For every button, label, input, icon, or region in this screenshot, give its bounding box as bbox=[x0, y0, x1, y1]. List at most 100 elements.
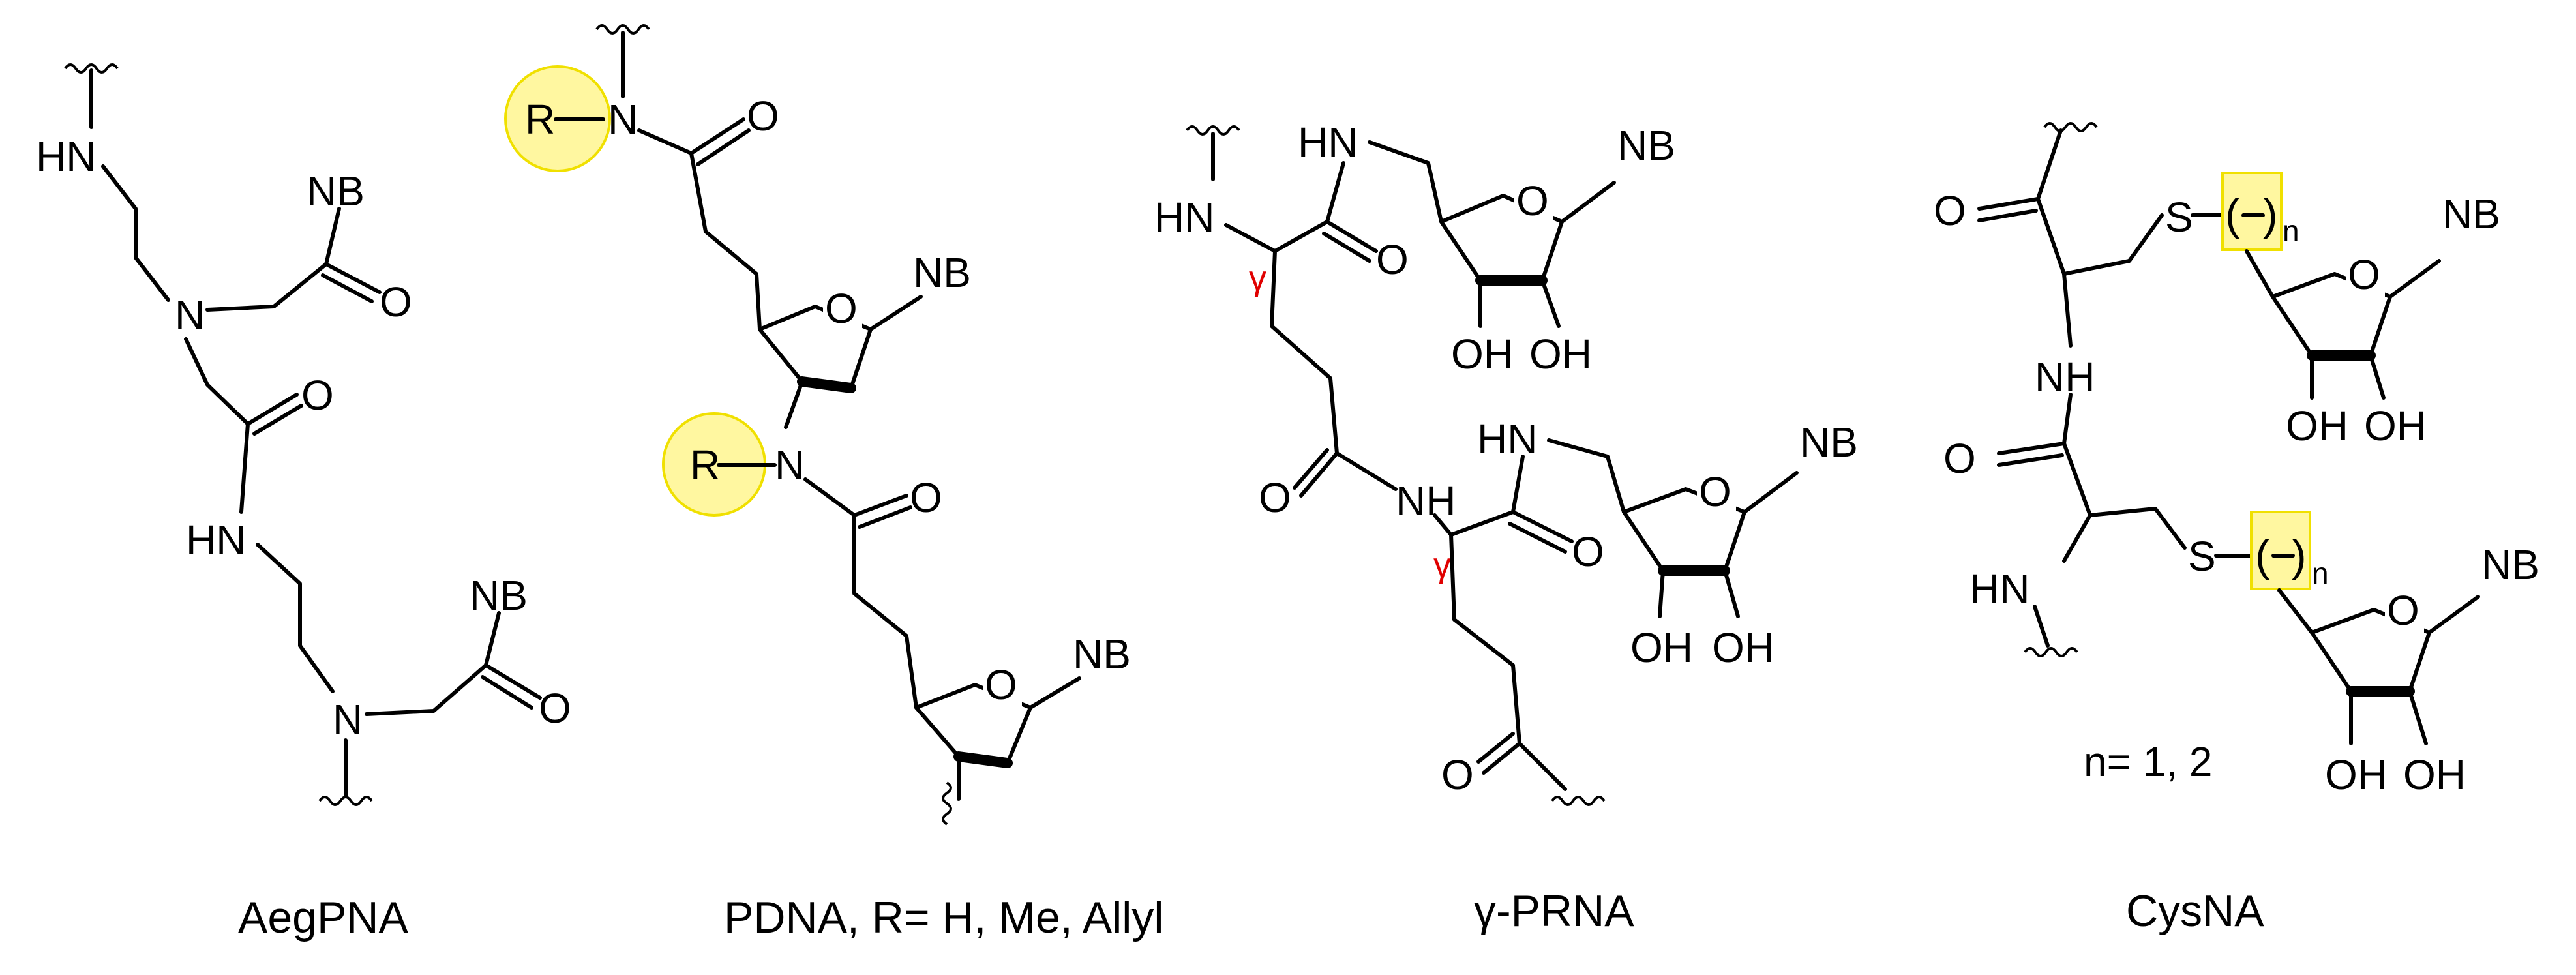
carbonyl-bond bbox=[852, 494, 908, 517]
carbonyl-bond bbox=[481, 675, 533, 710]
ethylene-linker bbox=[101, 164, 170, 302]
carbonyl-bond bbox=[858, 505, 912, 529]
paren-open: ( bbox=[2225, 190, 2240, 239]
caption-gamma-prna: γ-PRNA bbox=[1474, 886, 1634, 936]
bond bbox=[2408, 689, 2428, 745]
bold-bond bbox=[953, 751, 1013, 768]
subscript-n: n bbox=[2283, 214, 2299, 248]
bond bbox=[1273, 220, 1329, 253]
bond bbox=[1325, 161, 1345, 224]
caption-cysna: CysNA bbox=[2126, 886, 2264, 936]
bond bbox=[1560, 181, 1616, 224]
bond bbox=[1723, 569, 1740, 618]
propanoyl-chain bbox=[689, 151, 762, 331]
structure-aegpna: HN N NB O O HN N NB O bbox=[36, 63, 571, 806]
bond bbox=[324, 207, 341, 266]
atom-oh: OH bbox=[2325, 751, 2388, 798]
wavy-bond-top bbox=[595, 24, 650, 35]
atom-nb: NB bbox=[307, 168, 365, 215]
bond bbox=[2062, 393, 2073, 445]
atom-nh: NH bbox=[1396, 477, 1456, 524]
atom-nb: NB bbox=[2481, 541, 2539, 588]
paren-close: ) bbox=[2292, 531, 2307, 580]
acetyl-arm bbox=[205, 262, 328, 312]
atom-o: O bbox=[1376, 236, 1409, 283]
bond bbox=[1658, 569, 1665, 618]
atom-hn: HN bbox=[1298, 119, 1358, 166]
sugar-ring bbox=[914, 683, 1032, 765]
bond bbox=[1540, 278, 1561, 328]
atom-n: N bbox=[333, 696, 363, 743]
bold-bond bbox=[797, 376, 856, 393]
carbonyl-bond bbox=[321, 273, 374, 303]
carbonyl-bond bbox=[689, 117, 745, 155]
atom-oh: OH bbox=[2286, 402, 2348, 449]
bond bbox=[484, 611, 501, 667]
carbonyl-bond bbox=[1322, 232, 1371, 263]
carbonyl-bond bbox=[252, 404, 303, 436]
bond bbox=[2062, 513, 2092, 563]
bond bbox=[184, 337, 250, 426]
atom-hn: HN bbox=[186, 517, 246, 563]
caption-pdna: PDNA, R= H, Me, Allyl bbox=[724, 893, 1164, 942]
atom-oh: OH bbox=[1529, 331, 1592, 378]
atom-r: R bbox=[690, 442, 720, 488]
bond bbox=[2388, 259, 2441, 299]
carbonyl-bond bbox=[1508, 522, 1567, 554]
atom-oh: OH bbox=[1712, 624, 1775, 671]
atom-o: O bbox=[910, 474, 942, 521]
bond bbox=[2062, 272, 2073, 348]
atom-o: O bbox=[2348, 251, 2380, 298]
carbonyl-bond bbox=[324, 262, 382, 294]
bond bbox=[637, 128, 693, 155]
atom-o: O bbox=[1441, 751, 1474, 798]
atom-o: O bbox=[1572, 528, 1604, 575]
carbonyl-bond bbox=[1299, 451, 1339, 498]
bond bbox=[2369, 353, 2386, 400]
acetyl-arm bbox=[365, 663, 488, 716]
bond bbox=[1224, 223, 1277, 253]
structure-pdna: R N O O NB R N O O NB bbox=[504, 24, 1131, 826]
label-bg bbox=[1697, 468, 1736, 514]
carbonyl-bond bbox=[1482, 742, 1521, 775]
atom-hn: HN bbox=[1969, 565, 2029, 612]
atom-o: O bbox=[1934, 187, 1966, 234]
sugar-ring bbox=[1622, 487, 1746, 573]
glutamyl-chain bbox=[1270, 249, 1339, 455]
label-bg bbox=[983, 660, 1022, 707]
n-values-note: n= 1, 2 bbox=[2084, 738, 2213, 785]
atom-nb: NB bbox=[1800, 419, 1858, 466]
bond bbox=[1547, 438, 1626, 514]
bond bbox=[2062, 213, 2164, 276]
carbonyl-bond bbox=[1511, 510, 1574, 543]
atom-nb: NB bbox=[470, 572, 528, 619]
bond bbox=[239, 422, 250, 514]
bond bbox=[2033, 605, 2050, 648]
atom-hn: HN bbox=[1477, 415, 1537, 462]
carbonyl-bond bbox=[1997, 453, 2064, 467]
bond bbox=[1511, 455, 1525, 514]
atom-oh: OH bbox=[1630, 624, 1693, 671]
structure-cysna: O S ( ) n O NB OH OH NH O HN S ( bbox=[1934, 122, 2539, 798]
bond bbox=[2427, 595, 2480, 635]
paren-close: ) bbox=[2263, 190, 2278, 239]
atom-o: O bbox=[539, 685, 571, 732]
wavy-bond-bottom bbox=[1551, 796, 1606, 806]
bond bbox=[2062, 442, 2092, 517]
bond bbox=[1743, 471, 1799, 514]
bond bbox=[2245, 249, 2275, 299]
label-bg bbox=[2346, 250, 2385, 297]
atom-o: O bbox=[985, 661, 1017, 708]
paren-open: ( bbox=[2255, 531, 2270, 580]
atom-o: O bbox=[380, 278, 412, 325]
atom-o: O bbox=[825, 285, 858, 332]
glutamyl-chain bbox=[1449, 533, 1521, 745]
atom-nb: NB bbox=[2442, 190, 2500, 237]
atom-s: S bbox=[2188, 533, 2216, 580]
atom-nh: NH bbox=[2035, 353, 2095, 400]
propanoyl-chain bbox=[852, 513, 918, 710]
atom-o: O bbox=[2387, 587, 2419, 634]
gamma-label: γ bbox=[1433, 546, 1451, 585]
bond bbox=[2088, 507, 2187, 550]
